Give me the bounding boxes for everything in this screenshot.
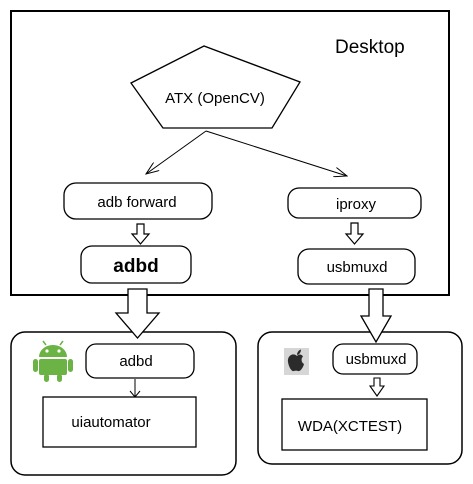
arrow-desktop-usbmuxd-to-device	[359, 288, 393, 344]
wda-node	[281, 398, 428, 451]
uiautomator-label: uiautomator	[71, 414, 150, 431]
ios-usbmuxd-node	[332, 343, 418, 375]
ios-usbmuxd-label: usbmuxd	[346, 351, 407, 368]
desktop-title: Desktop	[335, 37, 405, 58]
android-icon	[33, 340, 73, 382]
arrow-desktop-adbd-to-device	[114, 288, 161, 339]
arrow-atx-to-iproxy	[205, 130, 347, 176]
desktop-usbmuxd-node	[297, 248, 416, 285]
wda-label: WDA(XCTEST)	[298, 418, 402, 435]
iproxy-node	[287, 187, 422, 219]
arrow-atx-to-adb-forward	[146, 130, 207, 174]
desktop-adbd-node	[80, 245, 192, 284]
desktop-adbd-label: adbd	[113, 256, 158, 277]
arrow-adb-forward-to-adbd	[130, 223, 151, 245]
arrow-iproxy-to-usbmuxd	[344, 222, 365, 245]
adb-forward-label: adb forward	[97, 194, 176, 211]
android-adbd-node	[85, 343, 195, 379]
desktop-usbmuxd-label: usbmuxd	[327, 259, 388, 276]
atx-label: ATX (OpenCV)	[165, 90, 265, 107]
apple-icon	[284, 348, 309, 375]
uiautomator-node	[42, 396, 197, 448]
atx-node	[130, 45, 301, 129]
android-adbd-label: adbd	[119, 353, 152, 370]
arrow-ios-usbmuxd-to-wda	[368, 377, 386, 397]
adb-forward-node	[63, 182, 213, 220]
iproxy-label: iproxy	[336, 196, 377, 213]
